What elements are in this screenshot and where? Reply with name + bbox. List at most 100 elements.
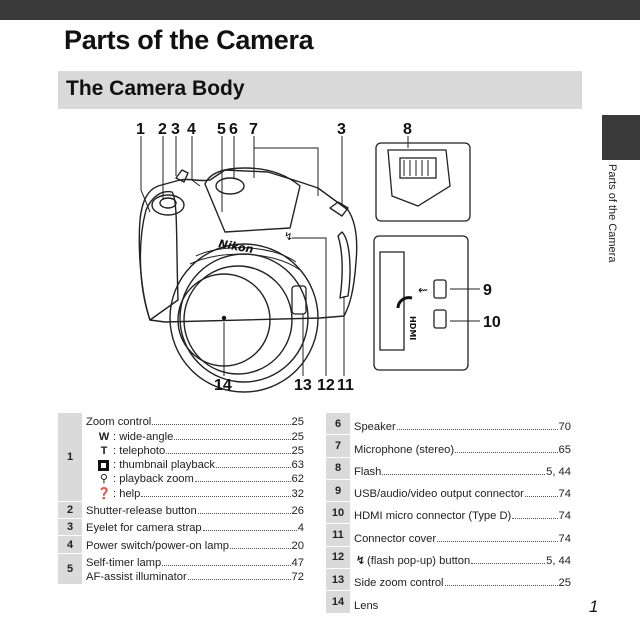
strap-eyelet-right <box>329 201 349 217</box>
part-description: Power switch/power-on lamp 20 <box>82 535 309 554</box>
callout-4: 4 <box>187 121 196 138</box>
dot-leader <box>174 438 291 440</box>
entry-label: Speaker <box>354 421 396 434</box>
page-ref: 74 <box>558 510 571 523</box>
page-ref: 4 <box>297 522 304 535</box>
grip-outline <box>139 190 179 321</box>
dot-leader <box>396 429 558 431</box>
dot-leader <box>141 495 291 497</box>
strap-eyelet-left <box>175 169 189 183</box>
entry-label: Side zoom control <box>354 577 444 590</box>
page-ref: 72 <box>291 571 304 584</box>
page-ref: 25 <box>291 416 304 429</box>
dot-leader <box>230 547 291 549</box>
page-ref: 47 <box>291 556 304 569</box>
lens-ribs <box>189 247 301 271</box>
page-ref: 20 <box>291 539 304 552</box>
page-ref: 5, 44 <box>546 465 571 478</box>
entry-label: : wide-angle <box>113 430 174 443</box>
lens-ring-inner <box>183 265 293 375</box>
part-description: Side zoom control 25 <box>350 568 576 592</box>
part-number: 5 <box>58 553 82 586</box>
callout-10: 10 <box>483 314 501 331</box>
callout-9: 9 <box>483 282 492 299</box>
callout-5: 5 <box>217 121 226 138</box>
flash-head <box>399 157 437 179</box>
lens-barrel-outer <box>169 243 319 393</box>
entry-label: (flash pop-up) button <box>367 555 471 568</box>
page-ref: 5, 44 <box>546 555 571 568</box>
table-row: 4 Power switch/power-on lamp 20 <box>58 535 309 554</box>
part-number: 10 <box>326 501 350 525</box>
table-row: 10 HDMI micro connector (Type D) 74 <box>326 501 576 525</box>
entry-line: HDMI micro connector (Type D) 74 <box>354 503 571 522</box>
entry-label: Lens <box>354 599 379 612</box>
entry-line: Microphone (stereo)65 <box>354 436 571 456</box>
usb-port <box>433 279 447 299</box>
part-number: 13 <box>326 568 350 592</box>
entry-label: HDMI micro connector (Type D) <box>354 510 512 523</box>
part-number: 8 <box>326 457 350 480</box>
entry-label: Power switch/power-on lamp <box>86 539 230 552</box>
lens-ring <box>179 253 309 383</box>
table-row: 8 Flash 5, 44 <box>326 457 576 480</box>
entry-line: AF-assist illuminator 72 <box>86 569 304 583</box>
dot-leader <box>524 496 558 498</box>
page-ref: 26 <box>291 505 304 518</box>
camera-body-diagram: Nikon ↯ ⇜ HDMI 1 <box>136 121 501 394</box>
help-icon: ❓ <box>97 487 111 500</box>
page-ref: 74 <box>558 532 571 545</box>
part-description: HDMI micro connector (Type D) 74 <box>350 501 576 525</box>
section-title: The Camera Body <box>66 77 245 100</box>
entry-label: AF-assist illuminator <box>86 571 187 584</box>
callout-6: 6 <box>229 121 238 138</box>
page-ref: 70 <box>558 421 571 434</box>
entry-line: Power switch/power-on lamp 20 <box>86 537 304 552</box>
thumbnail-icon <box>98 460 109 472</box>
table-row: 13 Side zoom control 25 <box>326 568 576 592</box>
dot-leader <box>216 467 291 469</box>
dot-leader <box>166 452 291 454</box>
entry-line: Side zoom control 25 <box>354 570 571 589</box>
part-description: Speaker 70 <box>350 413 576 436</box>
page-ref: 63 <box>291 459 304 472</box>
entry-line: Speaker 70 <box>354 414 571 433</box>
open-arrow <box>396 296 413 309</box>
page-ref: 25 <box>558 577 571 590</box>
dot-leader <box>194 481 291 483</box>
part-number: 11 <box>326 523 350 547</box>
page-number: 1 <box>589 597 599 616</box>
part-number: 3 <box>58 518 82 537</box>
entry-label: : help <box>113 487 141 500</box>
dot-leader <box>202 530 297 532</box>
entry-label: Microphone (stereo) <box>354 443 455 456</box>
connector-cover <box>379 251 405 351</box>
section-header-bar: The Camera Body <box>58 71 582 109</box>
callout-12: 12 <box>317 377 335 394</box>
entry-label: Flash <box>354 465 382 478</box>
part-description: Flash 5, 44 <box>350 457 576 480</box>
part-number: 4 <box>58 535 82 554</box>
top-band <box>0 0 640 20</box>
flash-inset-frame <box>375 142 471 222</box>
part-number: 9 <box>326 479 350 503</box>
